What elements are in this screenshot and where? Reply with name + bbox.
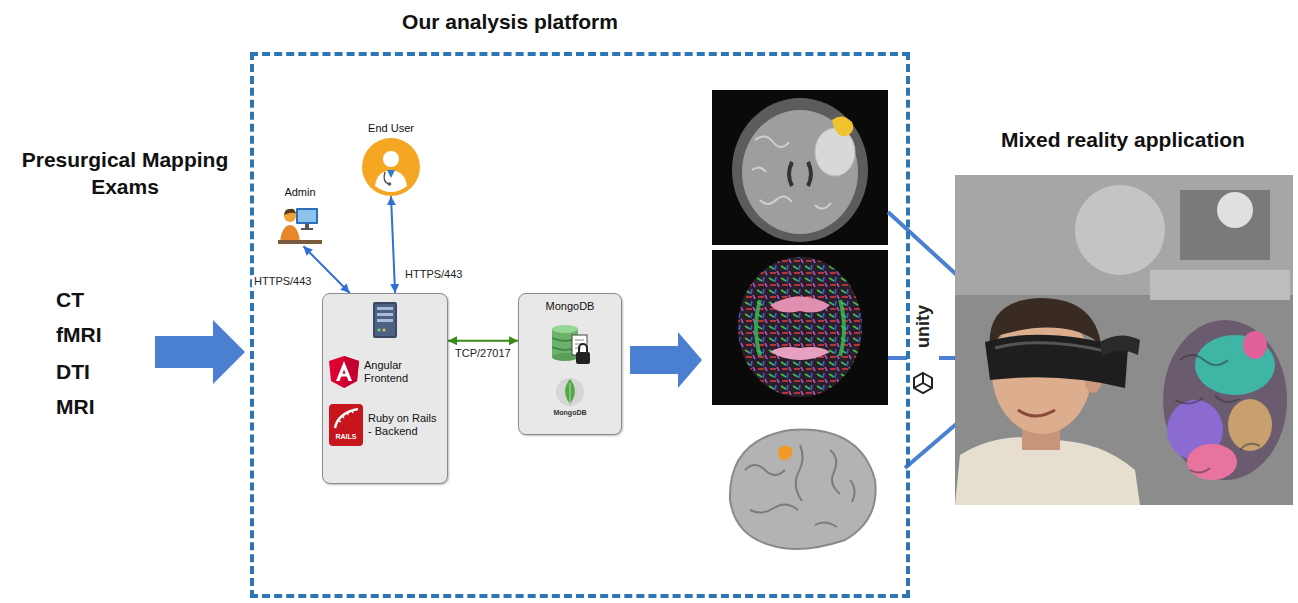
text-holder: Ruby on Rails - Backend — [368, 412, 441, 438]
database-icon — [548, 321, 592, 367]
input-heading: Presurgical Mapping Exams — [22, 148, 229, 198]
end-user-actor: End User — [350, 122, 432, 196]
admin-actor: Admin — [266, 186, 334, 246]
platform-frame: Our analysis platformAdmin End User Angu… — [250, 52, 910, 598]
node-text: MongoDB — [546, 300, 595, 312]
rails-mark — [331, 404, 361, 430]
database-box: MongoDB MongoDB — [518, 293, 622, 435]
angular-logo — [329, 356, 359, 388]
label-holder: RAILS — [336, 433, 357, 440]
node-text: End User — [368, 122, 414, 134]
label-holder: MongoDB — [553, 409, 586, 416]
logo-slot: MongoDB — [553, 409, 586, 416]
edge-label-holder: HTTPS/443 — [252, 275, 313, 287]
text-holder: MongoDB — [525, 300, 615, 313]
node-text: Ruby on Rails - Backend — [368, 412, 436, 437]
logo-text: MongoDB — [553, 409, 586, 416]
text-holder: Admin — [266, 186, 334, 199]
application-heading: Mixed reality application — [1001, 128, 1245, 151]
rails-logo: RAILS — [329, 404, 363, 446]
label-holder: Presurgical Mapping Exams — [4, 146, 246, 201]
label-patch — [907, 284, 939, 402]
mri-slice — [712, 90, 888, 245]
edge-label-holder: HTTPS/443 — [403, 268, 464, 280]
node-text: Admin — [284, 186, 315, 198]
title-holder: Our analysis platform — [254, 10, 766, 34]
text-holder: End User — [350, 122, 432, 135]
engine-label: unity — [913, 289, 934, 365]
mongodb-leaf — [556, 377, 584, 407]
server-icon — [365, 300, 405, 340]
content-row: Angular Frontend — [329, 356, 441, 388]
label-holder: CT — [56, 286, 84, 313]
connector — [448, 340, 518, 342]
server-box: Angular Frontend RAILS Ruby on Rails - B… — [322, 293, 448, 484]
unity-logo — [914, 373, 932, 393]
modality-name: DTI — [56, 360, 90, 383]
edge-label-holder: TCP/27017 — [453, 347, 513, 359]
logo-slot: RAILS — [336, 433, 357, 440]
admin-icon — [278, 202, 322, 246]
modality-name: fMRI — [56, 323, 102, 346]
label-holder: DTI — [56, 358, 90, 385]
text-holder: Angular Frontend — [364, 359, 441, 385]
platform-title: Our analysis platform — [402, 10, 618, 33]
user-icon — [362, 138, 420, 196]
mongodb-logo: MongoDB — [544, 377, 596, 416]
content-row: RAILS Ruby on Rails - Backend — [329, 404, 441, 446]
output-arrow — [630, 332, 702, 388]
edge-label: TCP/27017 — [453, 347, 513, 359]
edge-label: HTTPS/443 — [252, 275, 313, 287]
connector — [391, 196, 395, 293]
cortex-surface — [712, 410, 888, 565]
label-holder: MRI — [56, 393, 95, 420]
label-holder: Mixed reality application — [958, 126, 1288, 153]
logo-text: RAILS — [336, 433, 357, 440]
mixed-reality-photo — [955, 175, 1293, 505]
modality-name: MRI — [56, 395, 95, 418]
input-arrow — [155, 320, 245, 384]
edge-label: HTTPS/443 — [403, 268, 464, 280]
dti-slice — [712, 250, 888, 405]
label-holder: fMRI — [56, 321, 102, 348]
node-text: Angular Frontend — [364, 359, 408, 384]
modality-name: CT — [56, 288, 84, 311]
label-holder: unity — [908, 288, 938, 364]
